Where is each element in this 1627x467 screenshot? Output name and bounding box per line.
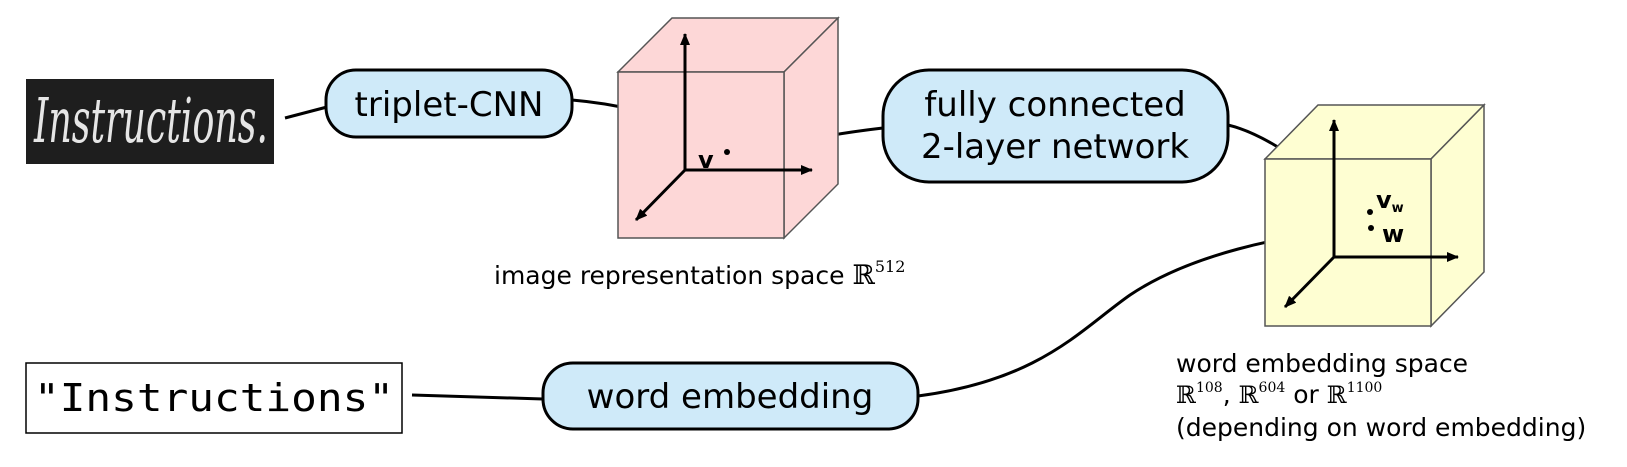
point-vw-label: vw [1376, 186, 1404, 216]
word-space-cube: vw w [1263, 103, 1486, 328]
string-input-box: "Instructions" [25, 362, 403, 434]
triplet-cnn-label: triplet-CNN [355, 85, 544, 125]
word-space-caption-line3: (depending on word embedding) [1176, 413, 1586, 442]
handwritten-word-text: Instructions. [33, 84, 268, 157]
connector-string-to-wordemb [411, 393, 544, 401]
word-space-caption-line1: word embedding space [1176, 349, 1468, 378]
triplet-cnn-box: triplet-CNN [324, 68, 574, 139]
word-embedding-box: word embedding [541, 361, 920, 431]
fully-connected-box: fully connected 2-layer network [881, 68, 1230, 184]
point-w-label: w [1382, 220, 1404, 248]
point-w [1368, 225, 1374, 231]
word-embedding-label: word embedding [587, 377, 874, 417]
word-space-caption-line2: ℝ108, ℝ604 or ℝ1100 [1176, 380, 1382, 409]
image-space-cube: v [616, 16, 840, 240]
fully-connected-label-line1: fully connected [924, 85, 1185, 125]
point-vw [1367, 209, 1373, 215]
string-input-text: "Instructions" [34, 376, 394, 420]
image-space-caption: image representation space ℝ512 [494, 257, 905, 291]
point-v [724, 149, 730, 155]
point-v-label: v [698, 146, 714, 174]
word-space-caption: word embedding space ℝ108, ℝ604 or ℝ1100… [1176, 349, 1586, 442]
connector-image-to-cnn [284, 105, 328, 120]
fully-connected-label-line2: 2-layer network [921, 127, 1189, 167]
handwritten-word-image: Instructions. [26, 79, 274, 164]
